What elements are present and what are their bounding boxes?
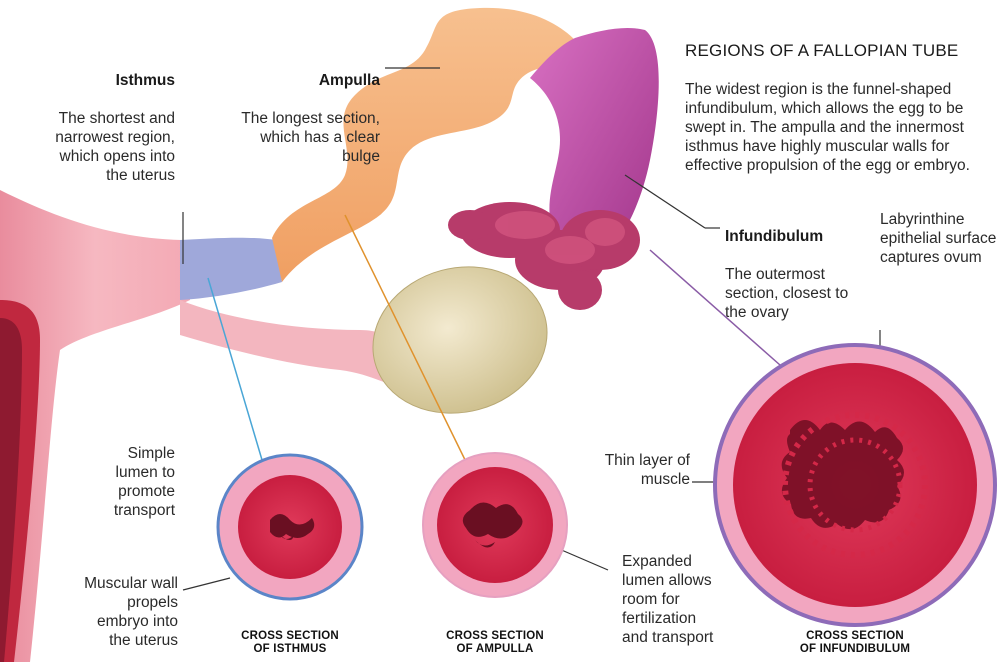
isthmus-desc: The shortest and narrowest region, which… bbox=[55, 110, 175, 184]
caption-infundibulum: CROSS SECTION OF INFUNDIBULUM bbox=[770, 630, 940, 656]
caption-isthmus-line2: OF ISTHMUS bbox=[220, 643, 360, 656]
caption-ampulla-line2: OF AMPULLA bbox=[425, 643, 565, 656]
header-block: REGIONS OF A FALLOPIAN TUBE The widest r… bbox=[685, 22, 997, 175]
thin-layer-callout: Thin layer of muscle bbox=[600, 451, 690, 489]
cross-section-infundibulum bbox=[715, 345, 995, 625]
isthmus-label: Isthmus The shortest and narrowest regio… bbox=[40, 52, 175, 185]
ampulla-label: Ampulla The longest section, which has a… bbox=[230, 52, 380, 166]
caption-infundibulum-line2: OF INFUNDIBULUM bbox=[770, 643, 940, 656]
simple-lumen-callout: Simple lumen to promote transport bbox=[100, 444, 175, 520]
caption-isthmus: CROSS SECTION OF ISTHMUS bbox=[220, 630, 360, 656]
isthmus-title: Isthmus bbox=[40, 71, 175, 90]
ampulla-desc: The longest section, which has a clear b… bbox=[241, 110, 380, 165]
expanded-lumen-callout: Expanded lumen allows room for fertiliza… bbox=[622, 552, 722, 647]
caption-ampulla-line1: CROSS SECTION bbox=[425, 630, 565, 643]
labyrinthine-callout: Labyrinthine epithelial surface captures… bbox=[880, 210, 998, 267]
infundibulum-desc: The outermost section, closest to the ov… bbox=[725, 266, 848, 321]
caption-isthmus-line1: CROSS SECTION bbox=[220, 630, 360, 643]
muscular-wall-callout: Muscular wall propels embryo into the ut… bbox=[80, 574, 178, 650]
infundibulum-title: Infundibulum bbox=[725, 227, 850, 246]
isthmus-segment bbox=[180, 238, 282, 300]
infundibulum-label: Infundibulum The outermost section, clos… bbox=[725, 208, 850, 322]
cross-section-isthmus bbox=[218, 455, 362, 599]
ampulla-title: Ampulla bbox=[230, 71, 380, 90]
cross-section-ampulla bbox=[423, 453, 567, 597]
caption-ampulla: CROSS SECTION OF AMPULLA bbox=[425, 630, 565, 656]
header-title: REGIONS OF A FALLOPIAN TUBE bbox=[685, 41, 997, 60]
caption-infundibulum-line1: CROSS SECTION bbox=[770, 630, 940, 643]
header-body: The widest region is the funnel-shaped i… bbox=[685, 81, 970, 174]
